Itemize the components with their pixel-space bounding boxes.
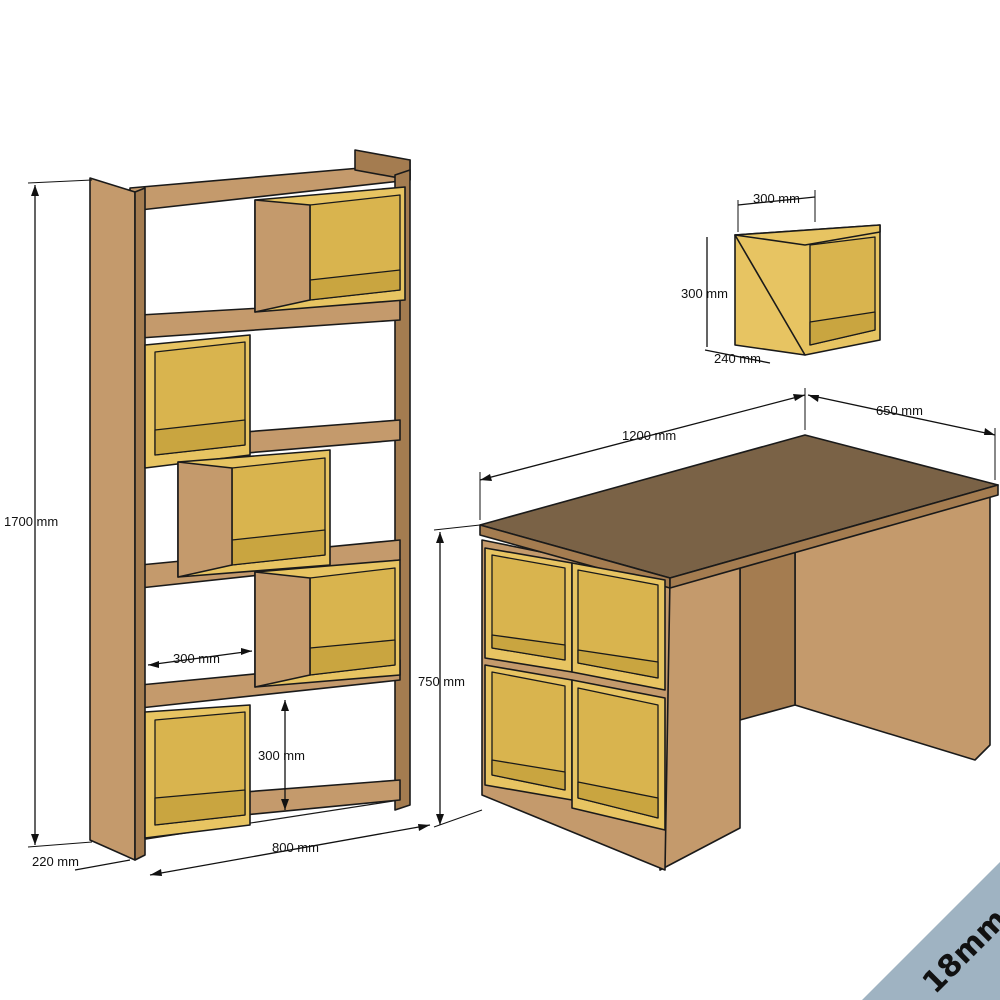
- desk-width-label: 1200 mm: [622, 428, 676, 443]
- desk-height-dimension: 750 mm: [418, 524, 483, 828]
- bookcase-cube-1: [254, 186, 406, 313]
- bookcase-width-dimension: 800 mm: [149, 824, 431, 876]
- desk-cabinet-side: [659, 564, 741, 871]
- desk-cube-2: [571, 562, 666, 691]
- wall-cube-depth-label: 240 mm: [714, 351, 761, 366]
- desk-height-label: 750 mm: [418, 674, 465, 689]
- bookcase-width-label: 800 mm: [272, 840, 319, 855]
- bookcase-depth-dimension: 220 mm: [32, 854, 131, 871]
- bookcase-cube-2: [144, 334, 251, 469]
- bookcase-depth-label: 220 mm: [32, 854, 79, 869]
- desk-cube-3: [484, 664, 573, 801]
- bookcase: [89, 149, 411, 861]
- thickness-badge: 18mm: [862, 862, 1000, 1000]
- wall-cube-width-dimension: 300 mm: [737, 190, 816, 232]
- desk-depth-dimension: 650 mm: [807, 394, 996, 480]
- desk-cube-4: [571, 679, 666, 831]
- cube-height-label: 300 mm: [258, 748, 305, 763]
- cube-width-label: 300 mm: [173, 651, 220, 666]
- wall-cube-height-dimension: 300 mm: [681, 237, 728, 347]
- wall-cube-width-label: 300 mm: [753, 191, 800, 206]
- bookcase-height-label: 1700 mm: [4, 514, 58, 529]
- cube-width-dimension: 300 mm: [147, 648, 253, 668]
- wall-cube-height-label: 300 mm: [681, 286, 728, 301]
- bookcase-left-panel: [89, 177, 136, 861]
- cube-height-dimension: 300 mm: [258, 700, 305, 810]
- desk-cube-1: [484, 547, 573, 673]
- bookcase-cube-3: [177, 449, 331, 578]
- wall-cube: [734, 224, 881, 356]
- bookcase-cube-5: [144, 704, 251, 839]
- desk: [479, 434, 999, 871]
- bookcase-cube-4: [254, 559, 401, 688]
- desk-depth-label: 650 mm: [876, 403, 923, 418]
- desk-width-dimension: 1200 mm: [479, 388, 806, 520]
- bookcase-height-dimension: 1700 mm: [4, 179, 93, 848]
- wall-cube-depth-dimension: 240 mm: [704, 349, 771, 366]
